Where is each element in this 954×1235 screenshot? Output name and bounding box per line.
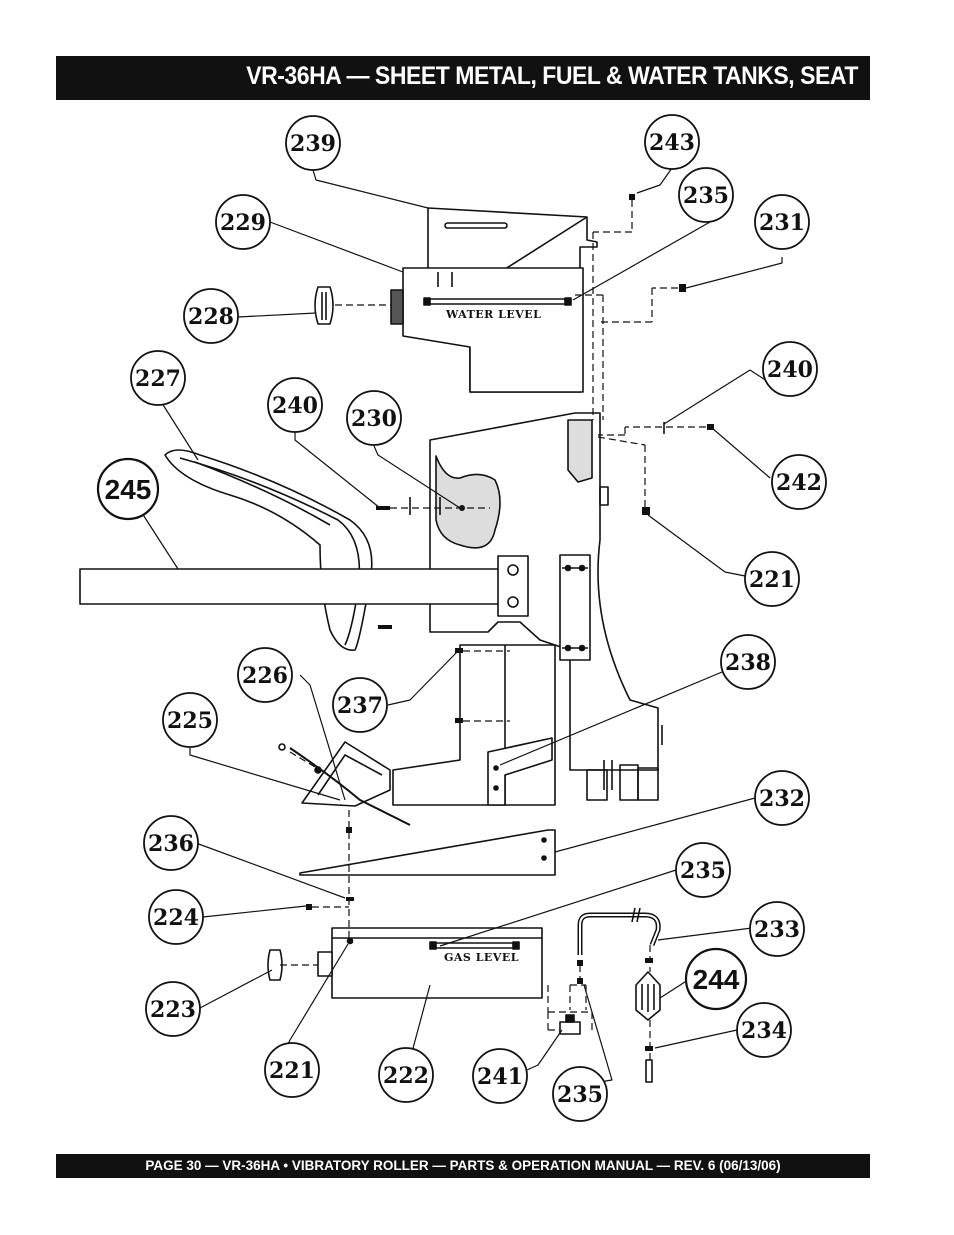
callout-227: 227 <box>130 350 186 406</box>
fuel-valve <box>559 1014 581 1035</box>
callout-225: 225 <box>162 692 218 748</box>
callout-225-label: 225 <box>167 708 213 734</box>
callout-237: 237 <box>332 677 388 733</box>
callout-232-label: 232 <box>759 786 805 812</box>
callout-238-label: 238 <box>725 650 771 676</box>
callout-244: 244 <box>684 947 748 1011</box>
callout-235-bottom-label: 235 <box>557 1082 603 1108</box>
callout-229-label: 229 <box>220 210 266 236</box>
callout-221-right: 221 <box>744 551 800 607</box>
callout-228: 228 <box>183 288 239 344</box>
fuel-filter <box>635 971 661 1021</box>
callout-223: 223 <box>145 981 201 1037</box>
fuel-fitting <box>645 1059 653 1083</box>
page-title: VR-36HA — SHEET METAL, FUEL & WATER TANK… <box>246 62 858 90</box>
callout-241: 241 <box>472 1048 528 1104</box>
callout-235-mid-label: 235 <box>680 858 726 884</box>
callout-231-label: 231 <box>759 210 805 236</box>
callout-228-label: 228 <box>188 304 234 330</box>
page-footer: PAGE 30 — VR-36HA • VIBRATORY ROLLER — P… <box>145 1158 781 1173</box>
callout-233-label: 233 <box>754 917 800 943</box>
callout-233: 233 <box>749 901 805 957</box>
callout-227-label: 227 <box>135 366 181 392</box>
callout-222-label: 222 <box>383 1063 429 1089</box>
footer-bar: PAGE 30 — VR-36HA • VIBRATORY ROLLER — P… <box>56 1154 870 1178</box>
fuel-line <box>577 907 661 955</box>
callout-243-label: 243 <box>649 130 695 156</box>
callout-221-bottom-label: 221 <box>269 1058 315 1084</box>
callout-235-mid: 235 <box>675 842 731 898</box>
callout-221-bottom: 221 <box>264 1042 320 1098</box>
callout-245: 245 <box>96 457 160 521</box>
callout-238: 238 <box>720 634 776 690</box>
callout-235-top: 235 <box>678 167 734 223</box>
water-cap <box>314 286 334 325</box>
callout-237-label: 237 <box>337 693 383 719</box>
fuel-cap <box>267 949 283 981</box>
callout-235-top-label: 235 <box>683 183 729 209</box>
control-box <box>278 741 411 826</box>
callout-235-bottom: 235 <box>552 1066 608 1122</box>
seat <box>164 449 373 651</box>
callout-240-left-label: 240 <box>272 393 318 419</box>
callout-224-label: 224 <box>153 905 199 931</box>
callout-239: 239 <box>285 115 341 171</box>
callout-245-label: 245 <box>105 474 152 505</box>
callout-226-label: 226 <box>242 663 288 689</box>
callout-226: 226 <box>237 647 293 703</box>
lower-frame-box <box>392 644 556 806</box>
callouts: 239 243 235 229 231 228 227 240 <box>96 114 827 1122</box>
callout-224: 224 <box>148 889 204 945</box>
callout-229: 229 <box>215 194 271 250</box>
title-bar: VR-36HA — SHEET METAL, FUEL & WATER TANK… <box>56 56 870 100</box>
callout-230-label: 230 <box>351 406 397 432</box>
callout-244-label: 244 <box>693 964 740 995</box>
assembly-lines <box>280 200 706 1060</box>
gas-level-label: GAS LEVEL <box>444 951 519 964</box>
callout-243: 243 <box>644 114 700 170</box>
seat-bar <box>79 555 529 617</box>
callout-234: 234 <box>736 1002 792 1058</box>
callout-240-right-label: 240 <box>767 357 813 383</box>
water-level-label: WATER LEVEL <box>445 308 541 321</box>
callout-240-left: 240 <box>267 377 323 433</box>
leader-lines <box>139 167 791 1086</box>
callout-230: 230 <box>346 390 402 446</box>
mounting-plate <box>559 554 591 661</box>
callout-223-label: 223 <box>150 997 196 1023</box>
callout-242: 242 <box>771 454 827 510</box>
frame-bottom-rollers <box>586 725 663 801</box>
callout-241-label: 241 <box>477 1064 523 1090</box>
callout-242-label: 242 <box>776 470 822 496</box>
wedge-bracket <box>299 829 556 876</box>
callout-232: 232 <box>754 770 810 826</box>
callout-236: 236 <box>143 815 199 871</box>
callout-234-label: 234 <box>741 1018 787 1044</box>
main-frame <box>429 412 659 771</box>
callout-221-right-label: 221 <box>749 567 795 593</box>
fuel-tank <box>317 927 543 999</box>
callout-236-label: 236 <box>148 831 194 857</box>
water-tank <box>390 267 584 393</box>
callout-222: 222 <box>378 1047 434 1103</box>
callout-231: 231 <box>754 194 810 250</box>
callout-240-right: 240 <box>762 341 818 397</box>
callout-239-label: 239 <box>290 131 336 157</box>
